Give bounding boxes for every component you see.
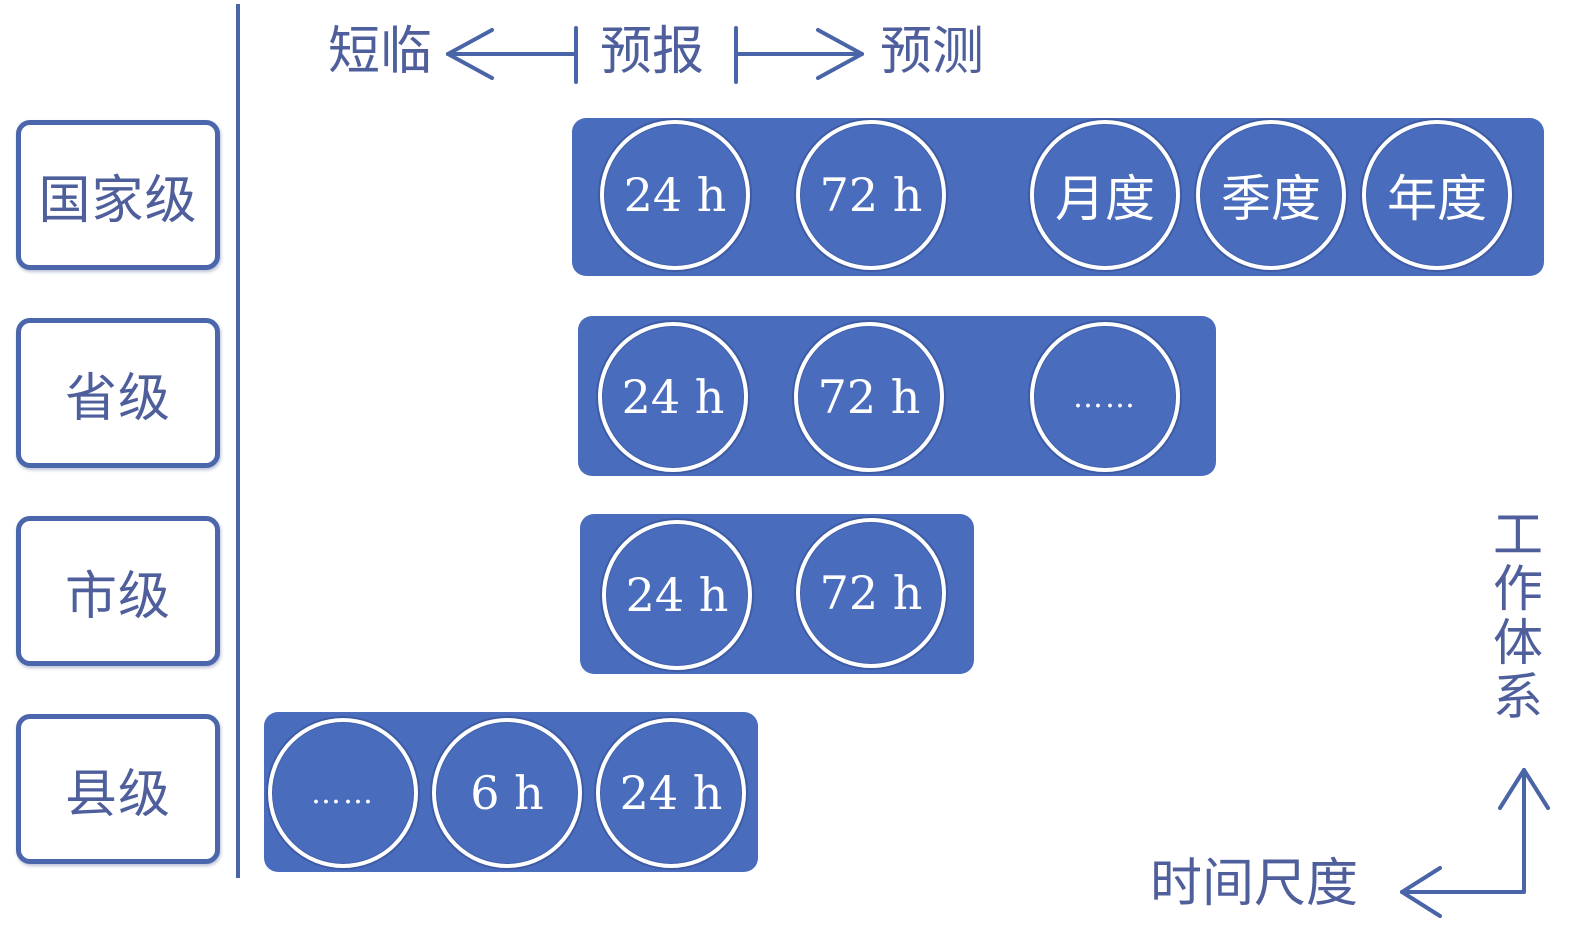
circle-provincial-more: ……: [1030, 322, 1180, 472]
label-prediction: 预测: [880, 22, 985, 82]
level-box-provincial: 省级: [16, 318, 220, 468]
left-arrow-head: [1400, 866, 1442, 918]
timescale-arrows: [446, 26, 864, 84]
level-label: 县级: [64, 764, 171, 825]
right-arrow-head: [816, 28, 864, 80]
up-arrow-head: [1498, 768, 1550, 810]
circle-label: ……: [1073, 379, 1137, 415]
axis-label-text: 工作体系: [1493, 506, 1543, 726]
circle-label: 月度: [1055, 170, 1155, 228]
circle-provincial-72h: 72 h: [794, 322, 944, 472]
circle-national-72h: 72 h: [796, 120, 946, 270]
level-box-national: 国家级: [16, 120, 220, 270]
label-forecast: 预报: [600, 22, 705, 82]
level-label: 省级: [64, 368, 171, 429]
circle-label: 季度: [1221, 170, 1321, 228]
level-label: 国家级: [38, 170, 198, 231]
axis-label-time-scale: 时间尺度: [1150, 854, 1359, 914]
circle-county-more: ……: [268, 718, 418, 868]
circle-label: 24 h: [621, 370, 725, 424]
circle-label: 24 h: [625, 568, 729, 622]
circle-county-24h: 24 h: [596, 718, 746, 868]
circle-label: 72 h: [819, 168, 923, 222]
vertical-divider: [236, 4, 240, 878]
level-label: 市级: [64, 566, 171, 627]
circle-national-24h: 24 h: [600, 120, 750, 270]
circle-label: 年度: [1387, 170, 1487, 228]
circle-label: 72 h: [817, 370, 921, 424]
level-box-city: 市级: [16, 516, 220, 666]
axes-corner-line: [1400, 768, 1526, 894]
circle-label: ……: [311, 775, 375, 811]
circle-city-24h: 24 h: [602, 520, 752, 670]
circle-label: 24 h: [619, 766, 723, 820]
circle-county-6h: 6 h: [432, 718, 582, 868]
circle-label: 24 h: [623, 168, 727, 222]
circle-label: 72 h: [819, 566, 923, 620]
circle-national-monthly: 月度: [1030, 120, 1180, 270]
axis-label-work-system: 工作体系: [1488, 508, 1548, 724]
circle-city-72h: 72 h: [796, 518, 946, 668]
circle-national-seasonal: 季度: [1196, 120, 1346, 270]
circle-provincial-24h: 24 h: [598, 322, 748, 472]
left-arrow-head: [446, 28, 494, 80]
level-box-county: 县级: [16, 714, 220, 864]
circle-national-annual: 年度: [1362, 120, 1512, 270]
axes-corner-arrows: [1400, 768, 1550, 918]
label-nowcast: 短临: [328, 22, 433, 82]
circle-label: 6 h: [470, 766, 544, 820]
